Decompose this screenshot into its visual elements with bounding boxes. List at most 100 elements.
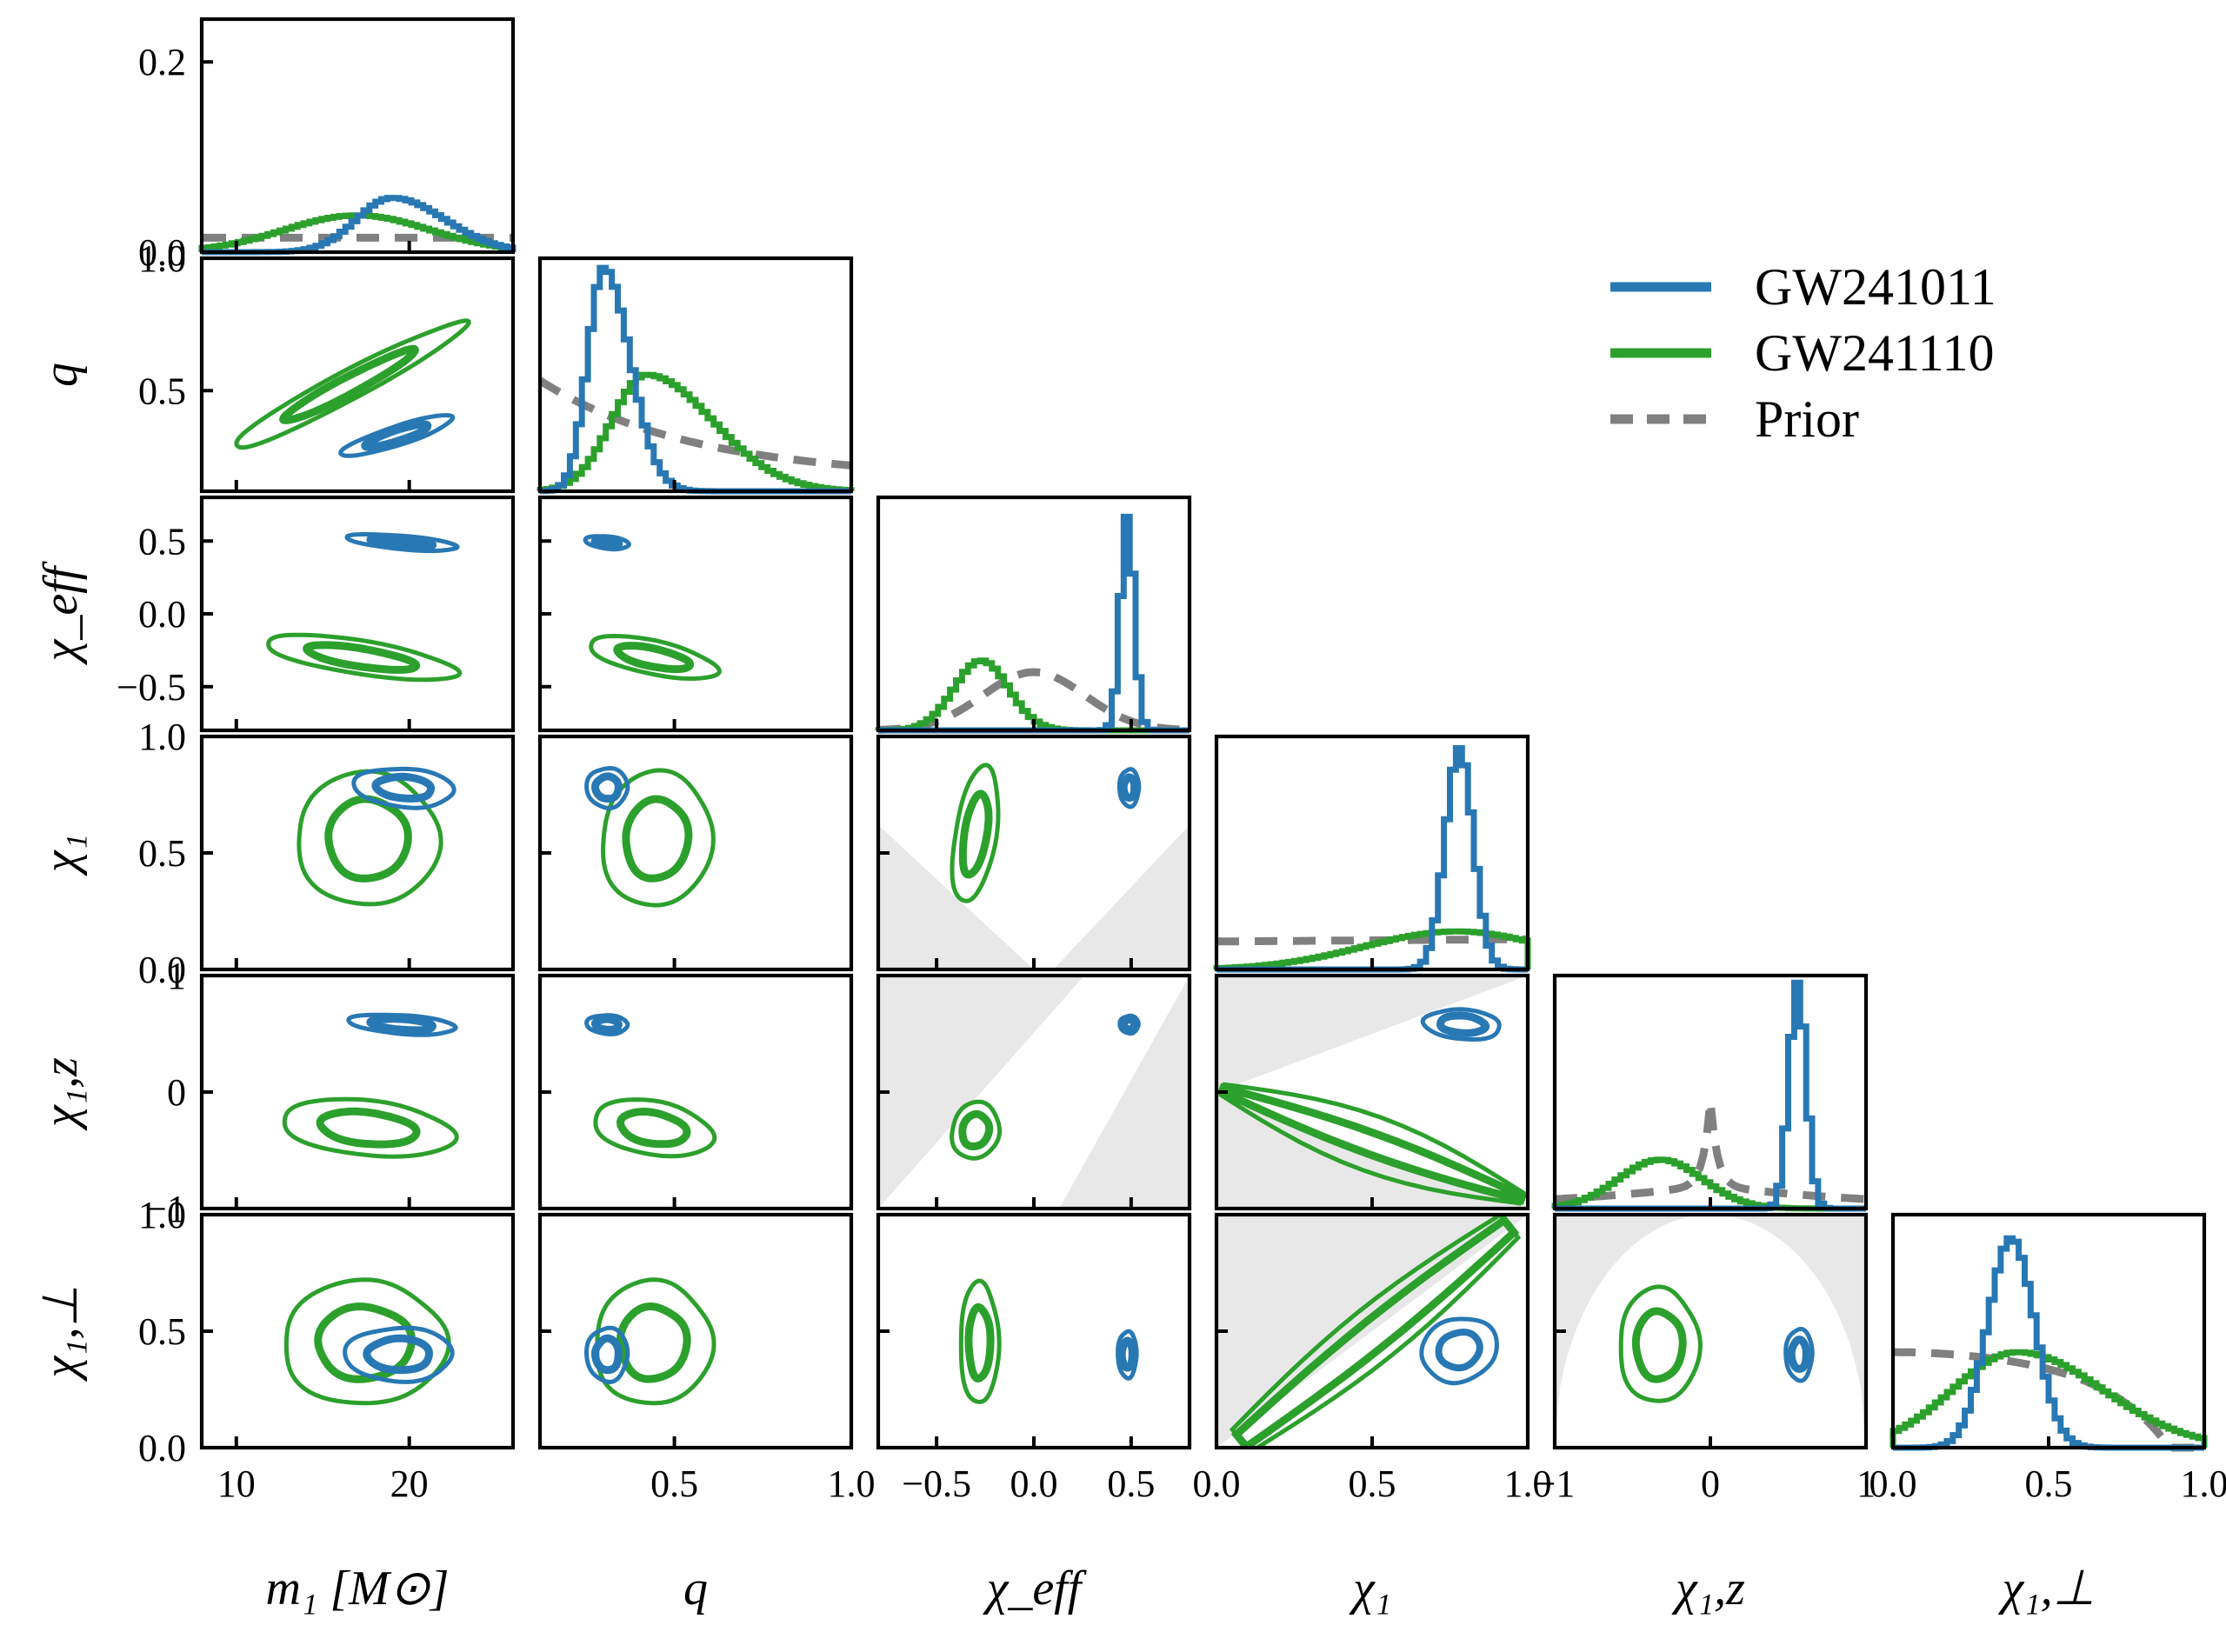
contour-gw241110-90 — [1618, 1284, 1703, 1403]
contour-gw241011-50 — [363, 1334, 433, 1375]
panel-chieff-vs-q — [537, 495, 854, 733]
panel-chi1-vs-chi1 — [1213, 734, 1531, 973]
contour-gw241110-50 — [316, 1107, 421, 1149]
panel-chi1-vs-q — [537, 734, 854, 972]
panel-content — [266, 532, 463, 683]
panel-chi1p-vs-m1: 10 20 0.0 0.5 1.0 — [138, 1194, 516, 1505]
x-tick-label: 0.5 — [1107, 1462, 1155, 1505]
y-tick-label: 0.5 — [138, 520, 186, 563]
panel-chi1z-vs-chieff — [876, 973, 1192, 1211]
panel-q-frame — [537, 256, 854, 494]
excluded-region — [1216, 976, 1528, 1092]
panel-chi1z-vs-chi1z — [1551, 973, 1869, 1212]
contour-gw241011-50 — [366, 534, 437, 551]
y-tick-label: −0.5 — [117, 666, 186, 709]
contour-gw241011-90 — [343, 1325, 455, 1384]
contour-gw241011-90 — [1116, 1329, 1139, 1381]
contour-gw241110-90 — [297, 769, 443, 907]
prior-curve — [1554, 1101, 1867, 1203]
contour-gw241110-50 — [616, 1107, 691, 1149]
panel-chi1-vs-m1: 0.0 0.5 1.0 — [138, 716, 516, 991]
contour-gw241110-90 — [950, 763, 1001, 903]
excluded-region — [878, 976, 1085, 1209]
panel-q-vs-m1: 0.51.0 — [138, 237, 516, 494]
contour-gw241011-90 — [351, 766, 457, 810]
contour-gw241110-50 — [303, 641, 421, 674]
y-tick-label: 1.0 — [138, 1194, 186, 1236]
x-tick-label: 0.0 — [1869, 1462, 1917, 1505]
x-tick-label: 20 — [390, 1462, 429, 1505]
contour-gw241011-50 — [590, 1334, 623, 1375]
y-axis-title-chi1: χ₁ — [34, 834, 88, 876]
y-tick-label: 0.0 — [138, 1427, 186, 1469]
contour-gw241011-50 — [591, 772, 623, 803]
panel-chi1z-vs-m1: −101 — [145, 955, 516, 1230]
y-tick-label: 1.0 — [138, 716, 186, 758]
y-tick-label: 0.5 — [138, 1310, 186, 1353]
contour-gw241011-90 — [1116, 767, 1142, 809]
x-tick-label: 0.0 — [1010, 1462, 1058, 1505]
contour-gw241011-90 — [1783, 1327, 1815, 1383]
panel-q-m1-frame — [199, 256, 516, 494]
contour-gw241011-90 — [346, 1012, 458, 1037]
panel-content — [234, 318, 471, 458]
y-tick-label: 0.5 — [138, 832, 186, 875]
posterior-gw241110 — [1213, 928, 1531, 971]
contour-gw241011-90 — [344, 532, 460, 554]
panel-content — [297, 766, 457, 907]
posterior-gw241110 — [537, 371, 855, 494]
panel-chi1-vs-chieff — [876, 734, 1192, 972]
x-tick-label: 1.0 — [828, 1462, 876, 1505]
contour-gw241110-50 — [1230, 1215, 1520, 1448]
contour-gw241011-50 — [1119, 1015, 1138, 1034]
y-tick-label: 0 — [167, 1071, 186, 1114]
contour-gw241011-50 — [1435, 1329, 1483, 1372]
contour-gw241110-50 — [613, 642, 695, 674]
prior-curve — [1216, 935, 1528, 946]
panel-chieff-vs-m1: −0.50.00.5 — [117, 495, 516, 733]
contour-gw241011-50 — [1117, 1336, 1136, 1372]
prior-curve — [537, 376, 852, 470]
contour-gw241110-50 — [964, 1302, 995, 1383]
excluded-region — [1059, 976, 1190, 1209]
x-tick-label: 0.0 — [1193, 1462, 1241, 1505]
panel-content — [282, 1012, 459, 1159]
contour-gw241110-90 — [266, 632, 463, 683]
contour-gw241110-90 — [589, 633, 722, 682]
panel-content — [958, 1278, 1139, 1404]
y-axis-title-chieff: χ_eff — [34, 560, 88, 665]
legend-label-2: Prior — [1755, 390, 1859, 448]
y-axis-title-chi1p: χ₁,⊥ — [34, 1285, 88, 1382]
panel-chieff-vs-chieff — [875, 495, 1192, 734]
contour-gw241110-50 — [616, 1302, 691, 1383]
contour-gw241011-90 — [583, 1325, 630, 1384]
y-tick-label: 0.0 — [138, 949, 186, 991]
x-tick-label: 10 — [217, 1462, 256, 1505]
contour-gw241011-50 — [590, 535, 623, 550]
y-axis-title-chi1z: χ₁,z — [34, 1057, 88, 1131]
contour-gw241011-90 — [1420, 1007, 1502, 1042]
posterior-gw241110 — [1889, 1349, 2208, 1448]
contour-gw241011-50 — [366, 1015, 437, 1035]
y-tick-label: 0.0 — [138, 231, 186, 274]
contour-gw241110-50 — [314, 1302, 416, 1383]
contour-gw241011-90 — [1419, 1316, 1499, 1386]
contour-gw241011-90 — [338, 413, 456, 458]
y-tick-label: 0.5 — [138, 370, 186, 412]
contour-gw241110-90 — [958, 1278, 1002, 1404]
panel-content — [584, 1013, 717, 1159]
contour-gw241011-50 — [371, 772, 435, 803]
contour-gw241110-50 — [958, 789, 993, 879]
panel-m1-frame — [199, 17, 516, 255]
contour-gw241011-50 — [361, 420, 432, 451]
y-tick-label: 1 — [167, 955, 186, 997]
contour-gw241110-90 — [283, 1277, 451, 1406]
contour-gw241110-90 — [600, 768, 716, 908]
x-tick-label: 0.5 — [1349, 1462, 1396, 1505]
contour-gw241110-50 — [278, 344, 419, 424]
